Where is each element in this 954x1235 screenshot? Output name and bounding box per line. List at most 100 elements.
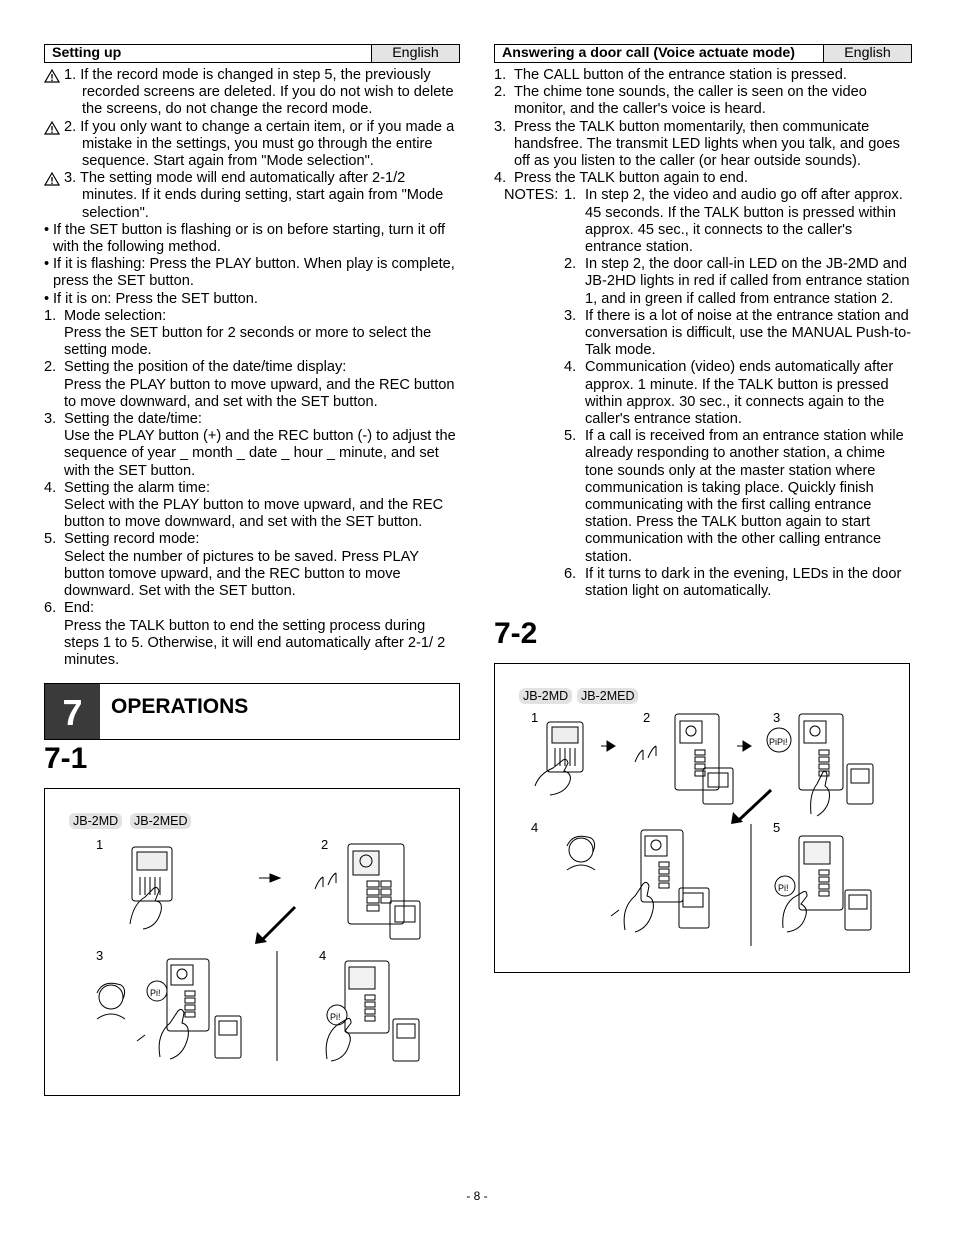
step-item: 3.Setting the date/time:Use the PLAY but… [44,411,460,480]
arrow-down-left-icon [261,905,297,941]
person-icon [566,835,596,871]
warning-item: 3. The setting mode will end automatical… [44,170,460,222]
warning-icon [44,120,60,135]
entrance-station-icon [131,846,173,902]
warning-number: 3. [64,170,77,187]
step-label: 2 [321,837,329,852]
step-item: 4.Setting the alarm time:Select with the… [44,480,460,532]
step-label: 2 [643,710,651,725]
note-text: If there is a lot of noise at the entran… [585,307,912,359]
step-item: 4. Press the TALK button again to end. [494,170,912,187]
step-label: 1 [531,710,539,725]
hand-icon [325,1018,352,1062]
figure-7-2-heading: 7-2 [494,617,538,650]
note-item: 2.In step 2, the door call-in LED on the… [494,256,912,308]
master-station-icon [166,958,242,1059]
model-tag: JB-2MD [69,813,123,829]
speech-bubble [146,980,168,1002]
pipi-sound-label: PiPi! [769,737,788,747]
chime-notes-icon [314,872,337,890]
step-number: 2. [44,359,57,376]
motion-mark [136,1034,146,1042]
note-text: If a call is received from an entrance s… [585,428,904,565]
step-title: Setting the date/time: [64,411,202,428]
warning-text: The setting mode will end automatically … [79,170,444,221]
note-item: 6.If it turns to dark in the evening, LE… [494,566,912,600]
bullet-icon: • [44,290,50,307]
section-number: 7 [45,684,100,739]
warning-text: If you only want to change a certain ite… [80,118,455,170]
step-text: The CALL button of the entrance station … [514,67,847,83]
language-label: English [823,45,911,62]
note-item: 4.Communication (video) ends automatical… [494,359,912,428]
master-station-icon [347,843,421,940]
hand-icon [623,881,654,933]
chime-notes-icon [634,745,657,763]
master-station-icon [798,835,872,931]
step-body: Press the PLAY button to move upward, an… [64,376,455,410]
notes-label: NOTES: [504,187,559,204]
motion-mark [610,909,620,917]
step-text: Press the TALK button again to end. [514,170,748,187]
note-item: NOTES: 1. In step 2, the video and audio g… [494,187,912,256]
step-item: 1. The CALL button of the entrance statio… [494,67,912,84]
figure-7-1-heading: 7-1 [44,742,88,775]
warning-icon [44,172,60,186]
hand-icon [129,886,162,930]
note-number: 6. [564,565,577,582]
warning-number: 1. [64,67,77,83]
pi-sound-label: Pi! [150,988,161,998]
right-column: Answering a door call (Voice actuate mod… [494,44,912,600]
section-title: OPERATIONS [111,695,249,718]
entrance-station-icon [546,721,584,773]
step-number: 1. [494,67,507,83]
step-title: Setting the position of the date/time di… [64,359,347,376]
step-number: 3. [494,118,507,135]
master-station-icon [798,713,874,805]
answering-header: Answering a door call (Voice actuate mod… [494,44,912,63]
step-body: Press the SET button for 2 seconds or mo… [64,325,432,359]
step-title: Setting the alarm time: [64,479,211,496]
section-banner: 7 OPERATIONS [44,683,460,740]
bullet-text: If it is flashing: Press the PLAY button… [53,256,455,290]
hand-icon [534,758,571,796]
bullet-text: If it is on: Press the SET button. [53,290,258,307]
setting-up-title: Setting up [52,44,122,61]
warning-text: If the record mode is changed in step 5,… [80,67,454,118]
arrow-right-icon [601,740,616,752]
bullet-item: •If it is flashing: Press the PLAY butto… [44,256,460,290]
step-number: 4. [494,170,507,187]
figure-7-1: JB-2MD JB-2MED 1 2 3 4 [44,788,460,1096]
hand-icon [158,1008,189,1060]
note-item: 3.If there is a lot of noise at the entr… [494,308,912,360]
note-text: Communication (video) ends automatically… [585,359,894,428]
bullet-icon: • [44,221,50,238]
pi-sound-label: Pi! [330,1012,341,1022]
figure-7-2-drawing [534,713,874,946]
step-number: 5. [44,531,57,548]
step-number: 1. [44,307,57,324]
note-text: In step 2, the video and audio go off af… [585,187,903,256]
bullet-text: If the SET button is flashing or is on b… [53,221,446,256]
note-number: 2. [564,256,577,273]
note-number: 1. [564,187,577,204]
page-number: - 8 - [466,1189,488,1203]
master-station-icon [674,713,734,805]
step-label: 1 [96,837,104,852]
step-number: 2. [494,84,507,101]
arrow-right-icon [737,740,752,752]
warning-number: 2. [64,118,77,135]
warning-item: 2. If you only want to change a certain … [44,119,460,171]
master-station-icon [344,960,420,1062]
figure-7-2: JB-2MD JB-2MED 1 2 3 4 5 [494,663,910,973]
arrow-head-icon [731,812,743,824]
step-text: Press the TALK button momentarily, then … [514,118,900,170]
step-title: Mode selection: [64,307,167,324]
language-label: English [371,45,459,62]
hand-icon [810,771,830,817]
warning-item: 1. If the record mode is changed in step… [44,67,460,119]
left-column: Setting up English 1. If the record mode… [44,44,460,669]
setting-up-header: Setting up English [44,44,460,63]
step-title: Setting record mode: [64,531,200,548]
step-number: 6. [44,600,57,617]
